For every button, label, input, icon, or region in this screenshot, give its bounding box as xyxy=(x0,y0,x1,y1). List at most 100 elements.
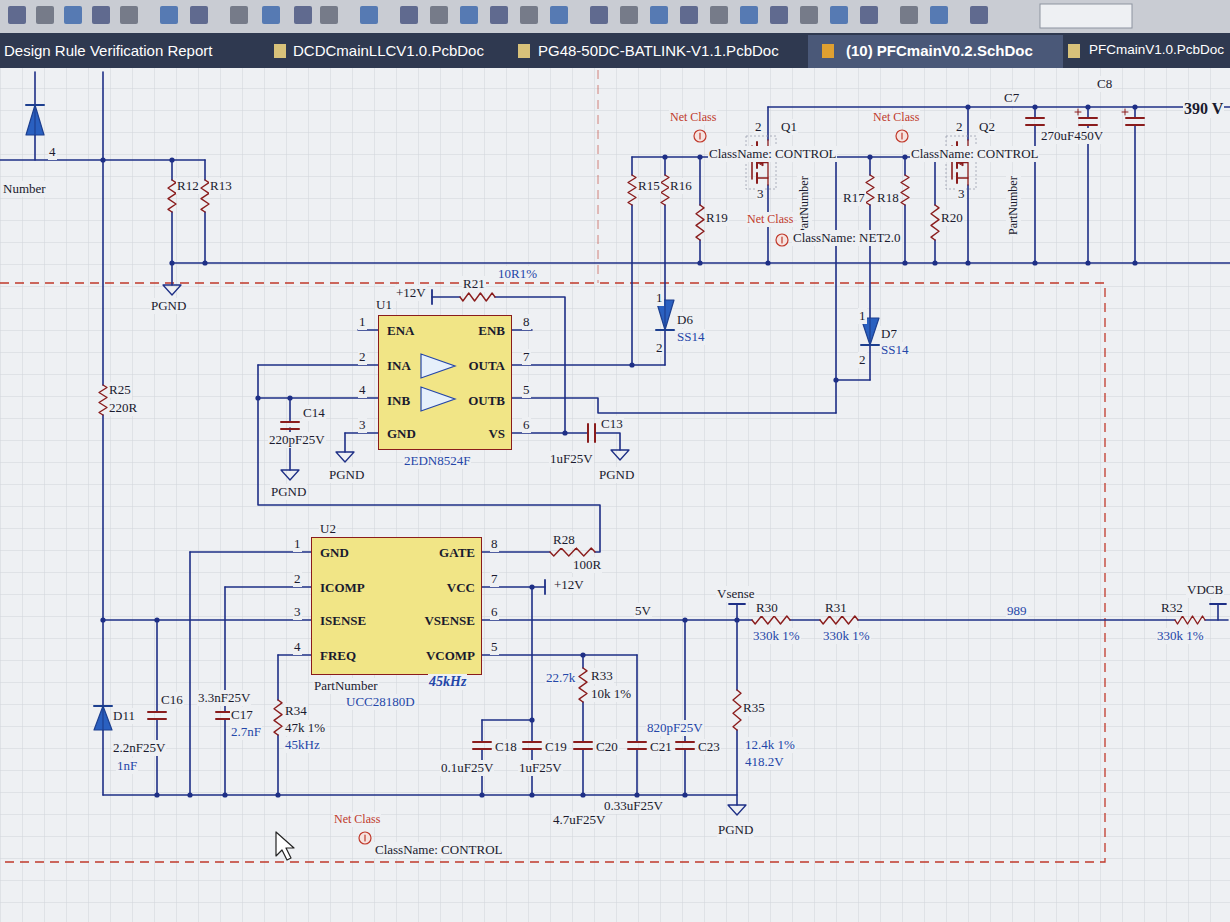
junction-dot xyxy=(479,792,484,797)
part-number: PartNumber xyxy=(313,678,379,694)
net-class-label: Net Class xyxy=(669,110,717,125)
net-class-label: Net Class xyxy=(746,212,794,227)
designator: R31 xyxy=(824,600,848,616)
ground-symbol xyxy=(611,450,629,460)
wire xyxy=(171,160,173,180)
ic-box: ENAENBINAOUTAINBOUTBGNDVS xyxy=(378,315,512,450)
pin-number: 4 xyxy=(358,382,367,398)
toolbar-icon xyxy=(740,6,758,24)
capacitor-symbol xyxy=(574,741,592,743)
component-value: 0.1uF25V xyxy=(440,760,494,776)
designator: C23 xyxy=(697,739,721,755)
component-value: 0.33uF25V xyxy=(603,798,664,814)
toolbar-icon xyxy=(620,6,638,24)
ic-box: GNDGATEICOMPVCCISENSEVSENSEFREQVCOMP xyxy=(311,537,482,675)
wire xyxy=(103,619,311,621)
designator: Q1 xyxy=(780,119,798,135)
resistor-symbol xyxy=(901,175,909,205)
wire xyxy=(967,185,969,263)
junction-dot xyxy=(902,154,907,159)
wire xyxy=(432,296,460,298)
wire xyxy=(102,72,104,385)
designator: R34 xyxy=(284,703,308,719)
part-number: PartNumber xyxy=(1006,175,1021,236)
resistor-symbol xyxy=(866,175,874,205)
wire xyxy=(684,749,686,795)
net-class-name: ClassName: CONTROL xyxy=(374,842,503,858)
junction-dot xyxy=(287,395,292,400)
pin-number: 3 xyxy=(358,417,367,433)
wire xyxy=(869,157,871,175)
component-value: 330k 1% xyxy=(1156,628,1205,644)
power-port-symbol xyxy=(431,290,433,304)
net-class-icon xyxy=(694,130,706,142)
power-port-label: PGND xyxy=(598,467,635,483)
resistor-symbol xyxy=(460,293,495,301)
pin-name: VS xyxy=(488,426,505,441)
port-symbol xyxy=(1210,603,1226,605)
junction-dot xyxy=(529,584,534,589)
resistor-symbol xyxy=(820,616,858,624)
power-port-label: PGND xyxy=(328,467,365,483)
component-value: 220R xyxy=(108,400,138,416)
pin-name: INB xyxy=(387,393,410,408)
pin-name: ICOMP xyxy=(320,580,365,595)
designator: R16 xyxy=(669,178,693,194)
designator: C19 xyxy=(544,739,568,755)
port-label: Vsense xyxy=(716,586,756,602)
designator: R18 xyxy=(876,190,900,206)
wire xyxy=(636,655,638,742)
wire xyxy=(102,415,104,706)
document-tab: PG48-50DC-BATLINK-V1.1.PcbDoc xyxy=(537,42,780,59)
toolbar-icon xyxy=(680,6,698,24)
document-tab: DCDCmainLLCV1.0.PcbDoc xyxy=(292,42,485,59)
junction-dot xyxy=(1132,104,1137,109)
mouse-cursor xyxy=(276,832,294,860)
capacitor-symbol xyxy=(281,421,299,423)
diode-symbol xyxy=(26,105,44,135)
wire xyxy=(512,398,836,413)
junction-dot xyxy=(682,617,687,622)
junction-dot xyxy=(833,377,838,382)
wire xyxy=(595,433,620,450)
pin-number: 2 xyxy=(754,119,763,135)
designator: D6 xyxy=(676,312,694,328)
net-label: 989 xyxy=(1006,603,1028,619)
toolbar-icon xyxy=(520,6,538,24)
capacitor-symbol xyxy=(1126,124,1144,126)
wire xyxy=(1134,125,1136,263)
tab-icon xyxy=(822,44,834,58)
wire xyxy=(1087,125,1089,263)
net-class-icon xyxy=(896,130,908,142)
wire xyxy=(204,160,206,180)
resistor-symbol xyxy=(733,690,741,730)
component-value: 10k 1% xyxy=(590,686,632,702)
pin-name: GND xyxy=(387,426,416,441)
designator: U1 xyxy=(375,297,393,313)
capacitor-symbol xyxy=(473,748,491,750)
designator: Q2 xyxy=(978,119,996,135)
toolbar-icon xyxy=(490,6,508,24)
wire xyxy=(636,749,638,795)
document-tab: PFCmainV1.0.PcbDoc xyxy=(1088,42,1225,57)
wire xyxy=(1205,619,1228,621)
diode-symbol xyxy=(34,105,35,135)
toolbar-icon xyxy=(120,6,138,24)
ground-symbol xyxy=(281,470,299,480)
designator: R25 xyxy=(108,382,132,398)
junction-dot xyxy=(662,154,667,159)
component-value: 2.7nF xyxy=(230,724,262,740)
wire xyxy=(904,205,906,263)
component-value: 12.4k 1% xyxy=(744,737,796,753)
power-port-label: PGND xyxy=(150,298,187,314)
wire xyxy=(790,619,820,621)
junction-dot xyxy=(154,792,159,797)
junction-dot xyxy=(1032,104,1037,109)
net-class-label: Net Class xyxy=(872,110,920,125)
capacitor-symbol xyxy=(628,748,646,750)
resistor-symbol xyxy=(99,385,107,415)
component-value: 47k 1% xyxy=(284,720,326,736)
resistor-symbol xyxy=(168,180,176,212)
junction-dot xyxy=(169,157,174,162)
pin-name: ENB xyxy=(478,323,505,338)
